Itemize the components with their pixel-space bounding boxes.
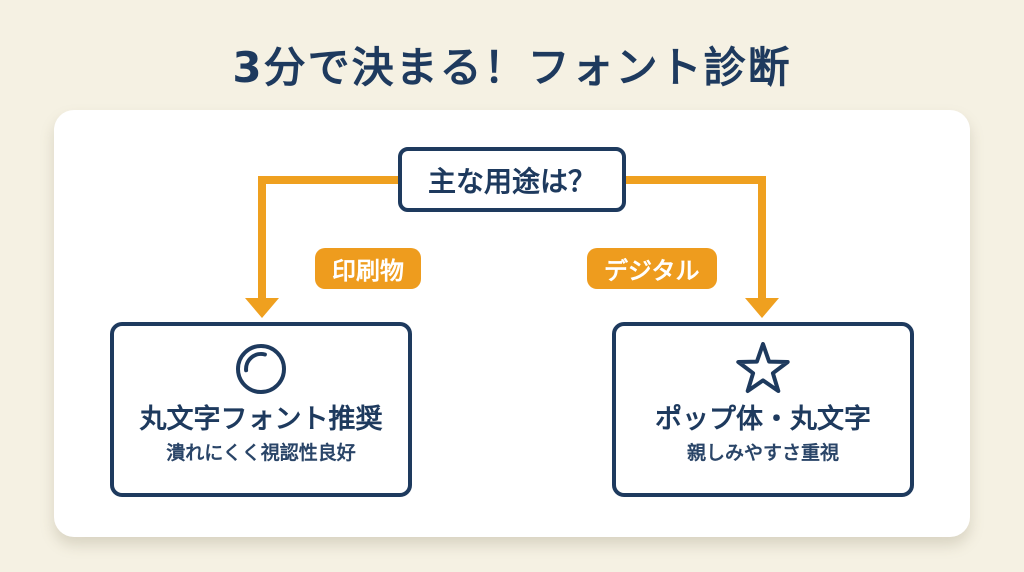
right-arrowhead-icon <box>745 298 779 318</box>
circle-icon <box>236 344 286 394</box>
left-arrow-horizontal-segment <box>258 176 398 184</box>
question-label: 主な用途は？ <box>427 164 596 198</box>
question-box: 主な用途は？ <box>398 147 626 212</box>
right-arrow-vertical-segment <box>758 176 766 300</box>
result-subtitle-print: 潰れにくく視認性良好 <box>166 442 356 465</box>
left-arrowhead-icon <box>245 298 279 318</box>
page-title: 3分で決まる！フォント診断 <box>232 43 792 92</box>
branch-badge-digital: デジタル <box>587 248 717 289</box>
left-arrow-vertical-segment <box>258 176 266 300</box>
result-title-digital: ポップ体・丸文字 <box>655 404 871 435</box>
result-box-digital: ポップ体・丸文字 親しみやすさ重視 <box>612 322 914 497</box>
result-title-print: 丸文字フォント推奨 <box>139 404 383 435</box>
result-box-print: 丸文字フォント推奨 潰れにくく視認性良好 <box>110 322 412 497</box>
result-subtitle-digital: 親しみやすさ重視 <box>686 442 839 465</box>
branch-badge-print: 印刷物 <box>315 248 421 289</box>
right-arrow-horizontal-segment <box>626 176 766 184</box>
star-icon <box>736 342 790 393</box>
